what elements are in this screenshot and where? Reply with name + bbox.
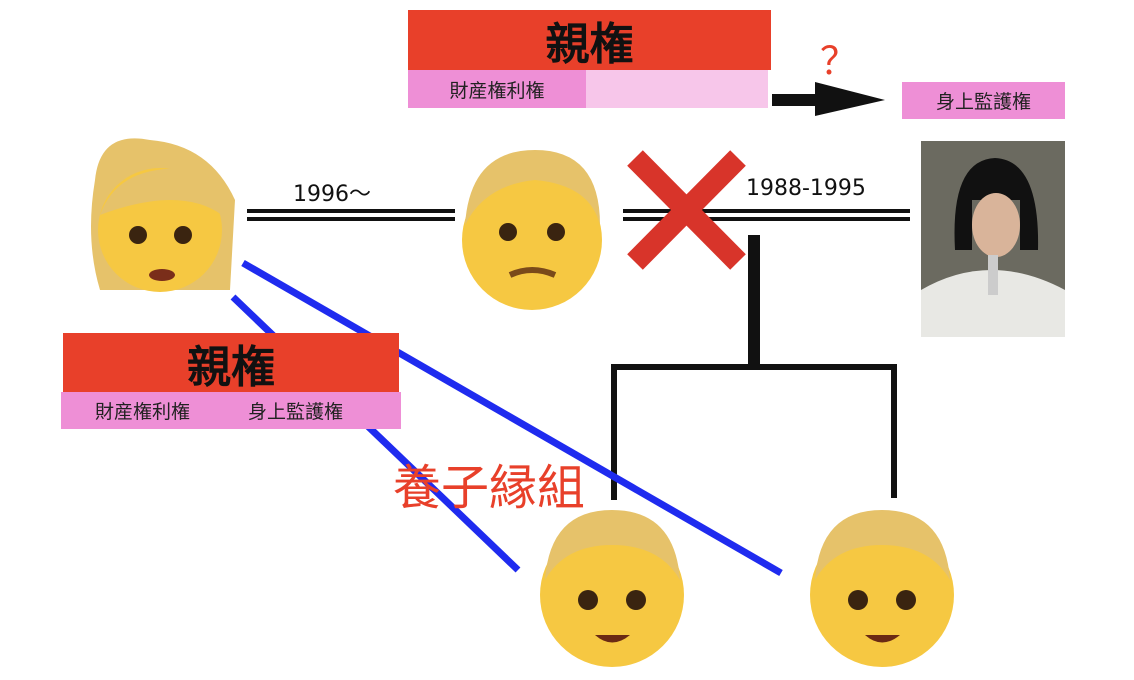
top-empty-slot bbox=[586, 70, 768, 108]
top-custody-title: 親権 bbox=[408, 10, 771, 70]
bottom-rights-row: 財産権利権 身上監護権 bbox=[61, 392, 401, 429]
divorce-cross-icon bbox=[627, 150, 746, 270]
bottom-custody-title: 親権 bbox=[63, 333, 399, 393]
bottom-custody-label: 身上監護権 bbox=[248, 401, 344, 423]
woman-emoji-icon bbox=[91, 138, 235, 292]
custody-target-label: 身上監護権 bbox=[902, 82, 1065, 119]
children-tree bbox=[611, 235, 897, 500]
marriage-current-date: 1996〜 bbox=[293, 182, 371, 207]
man-emoji-icon bbox=[462, 150, 602, 310]
marriage-past-date: 1988-1995 bbox=[746, 176, 866, 201]
top-property-right-label: 財産権利権 bbox=[408, 70, 586, 108]
question-mark: ？ bbox=[820, 39, 859, 83]
arrow-icon bbox=[772, 82, 885, 116]
marriage-line-current bbox=[247, 209, 455, 221]
bottom-property-right-label: 財産権利権 bbox=[95, 401, 191, 423]
adoption-label: 養子縁組 bbox=[393, 460, 586, 516]
singer-photo bbox=[921, 141, 1065, 337]
child-emoji-icon bbox=[810, 510, 954, 667]
child-emoji-icon bbox=[540, 510, 684, 667]
